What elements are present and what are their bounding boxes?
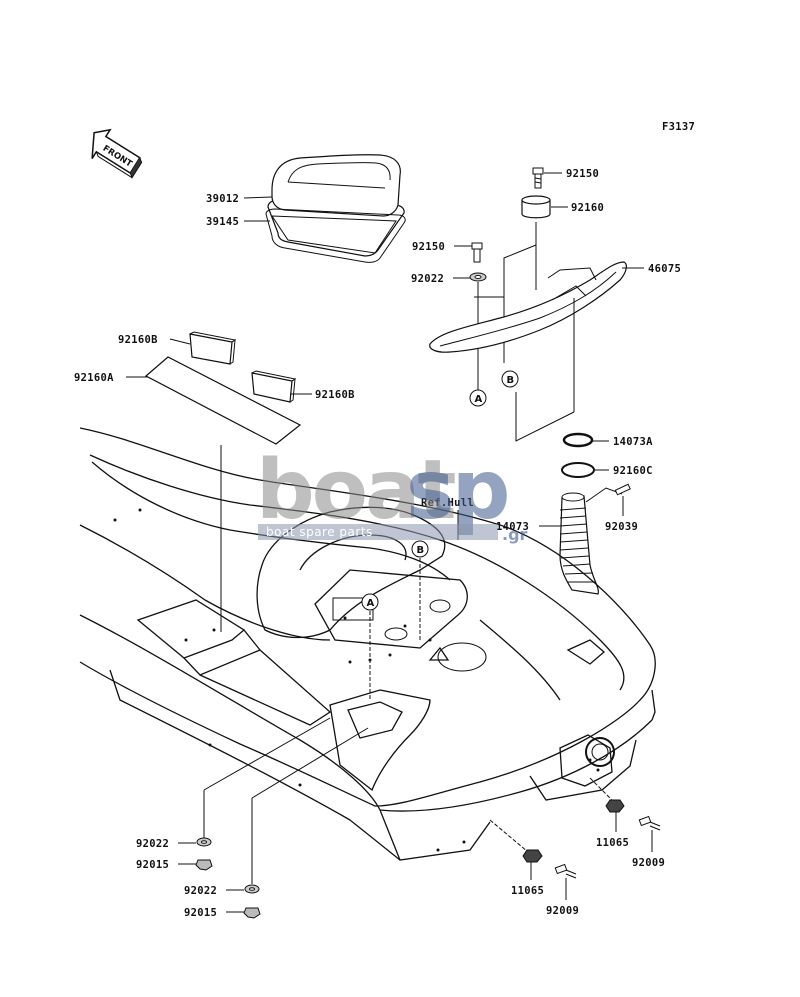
label-39145: 39145 xyxy=(206,216,239,228)
nut-92015-l2 xyxy=(243,907,261,919)
label-92015-l2: 92015 xyxy=(184,907,217,919)
hose-14073 xyxy=(559,492,599,595)
label-46075: 46075 xyxy=(648,263,681,275)
watermark-brand-b: sp xyxy=(406,443,508,538)
label-92160b-left: 92160B xyxy=(118,334,158,346)
label-11065-c: 11065 xyxy=(511,885,544,897)
label-14073: 14073 xyxy=(496,521,529,533)
watermark-brand-a: boat xyxy=(256,443,455,538)
circle-a-upper: A xyxy=(469,389,487,407)
ring-92160c xyxy=(561,462,595,478)
circle-b-upper-label: B xyxy=(507,375,515,386)
bolt-92009-c xyxy=(554,863,577,879)
seal-92160a xyxy=(144,356,302,445)
label-39012: 39012 xyxy=(206,193,239,205)
label-92160b-right: 92160B xyxy=(315,389,355,401)
label-92022-top: 92022 xyxy=(411,273,444,285)
watermark-tagline: boat spare parts xyxy=(266,525,373,539)
label-92009-c: 92009 xyxy=(546,905,579,917)
gasket-39145 xyxy=(265,208,406,263)
label-92022-l2: 92022 xyxy=(184,885,217,897)
circle-a-hull-label: A xyxy=(367,598,375,609)
circle-a-hull: A xyxy=(361,593,379,611)
washer-92022-l1 xyxy=(196,837,212,847)
nut-11065-r xyxy=(605,799,625,813)
nut-92015-l1 xyxy=(195,859,213,871)
grip-46075 xyxy=(429,261,627,353)
watermark-suffix: .gr xyxy=(502,525,528,544)
bolt-92150-mid xyxy=(471,242,483,263)
label-92160a: 92160A xyxy=(74,372,114,384)
circle-b-hull: B xyxy=(411,540,429,558)
bolt-92009-r xyxy=(638,815,661,831)
label-92039: 92039 xyxy=(605,521,638,533)
label-92150-top: 92150 xyxy=(566,168,599,180)
label-92009-r: 92009 xyxy=(632,857,665,869)
nut-11065-c xyxy=(522,849,543,863)
pad-92160b-right xyxy=(251,370,297,403)
bolt-92150-top xyxy=(532,167,544,189)
front-arrow-icon: FRONT xyxy=(91,128,143,179)
label-92160c: 92160C xyxy=(613,465,653,477)
cover-39012 xyxy=(267,154,405,257)
ring-14073a xyxy=(562,432,594,448)
label-92015-l1: 92015 xyxy=(136,859,169,871)
clamp-92039 xyxy=(585,483,631,503)
pad-92160b-left xyxy=(189,331,237,365)
ref-hull-label: Ref.Hull xyxy=(421,497,474,509)
label-92150-mid: 92150 xyxy=(412,241,445,253)
label-92160-top: 92160 xyxy=(571,202,604,214)
circle-a-upper-label: A xyxy=(475,394,483,405)
figure-code: F3137 xyxy=(662,121,695,133)
washer-92022-top xyxy=(469,272,487,282)
watermark-logo: boat sp .gr boat spare parts xyxy=(256,443,528,544)
washer-92022-l2 xyxy=(244,884,260,894)
circle-b-upper: B xyxy=(501,370,519,388)
label-92022-l1: 92022 xyxy=(136,838,169,850)
label-14073a: 14073A xyxy=(613,436,653,448)
collar-92160-top xyxy=(521,195,551,219)
label-11065-r: 11065 xyxy=(596,837,629,849)
circle-b-hull-label: B xyxy=(417,545,425,556)
hull xyxy=(79,427,656,861)
